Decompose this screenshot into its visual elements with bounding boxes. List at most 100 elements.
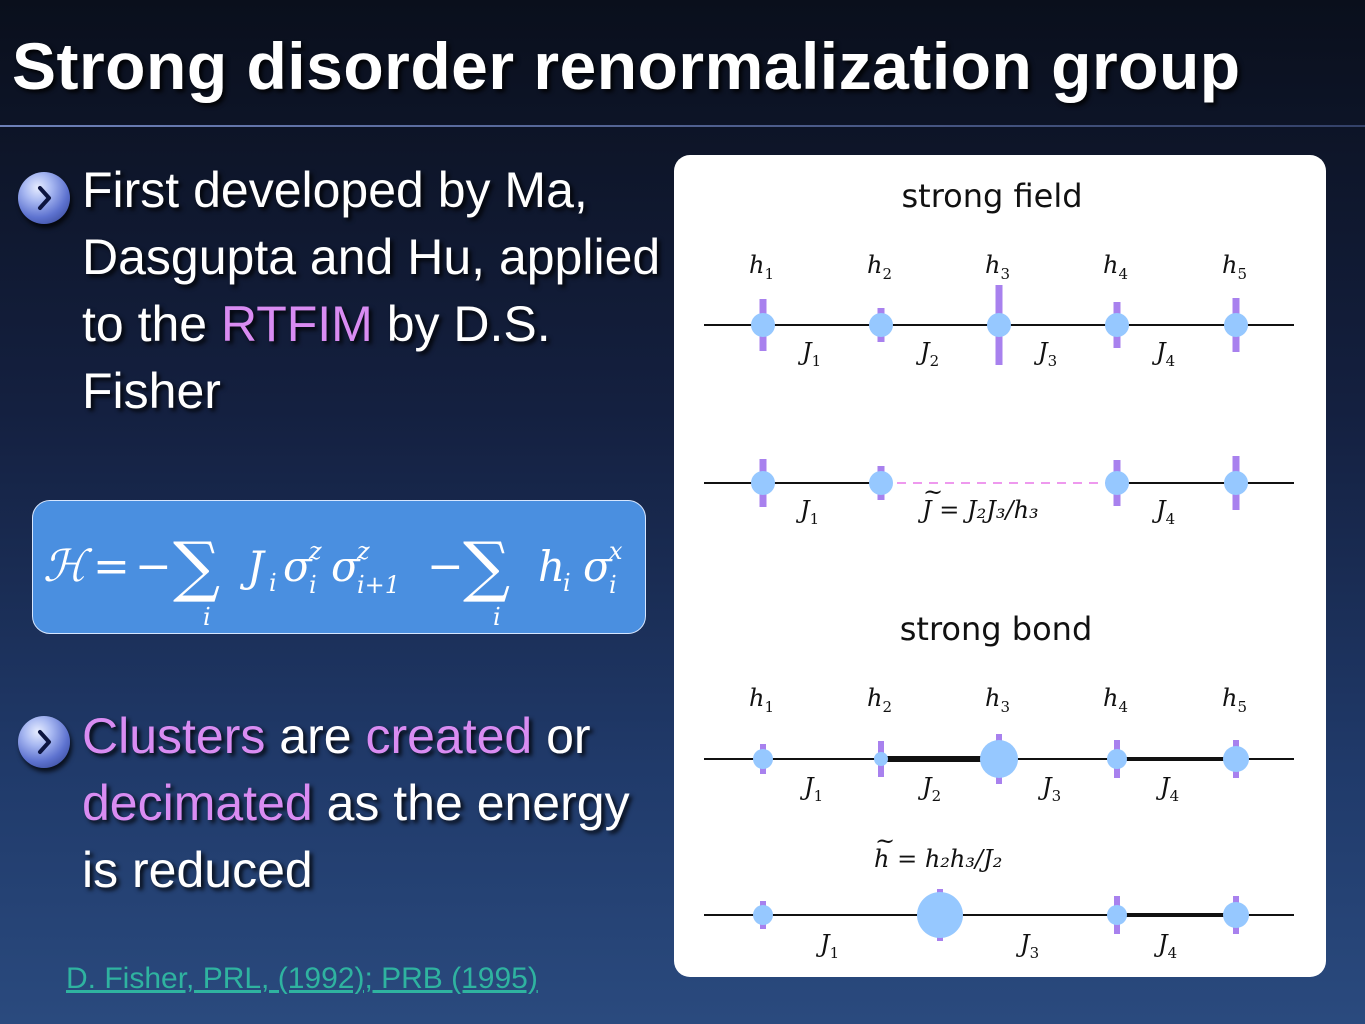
sigma-x-superscript: x <box>609 537 623 565</box>
bullet-text-segment: or <box>532 708 591 764</box>
bond-label-j4-symbol: J <box>1151 338 1167 366</box>
bond-label-j4-symbol: J <box>1153 930 1169 958</box>
site-3 <box>987 313 1011 337</box>
bond-label-j3-index: 3 <box>1030 944 1040 962</box>
site-5 <box>1224 313 1248 337</box>
bullet-text-segment: First developed by Ma, Dasgupta and Hu, … <box>82 162 661 352</box>
bond-label-j4: J4 <box>1155 773 1179 805</box>
site-label-h1-index: 1 <box>764 265 774 283</box>
bond-label-j4-index: 4 <box>1170 787 1180 805</box>
site-1 <box>753 905 773 925</box>
site-2 <box>869 313 893 337</box>
bullet-arrow-icon <box>18 716 70 768</box>
sigma-z-1-superscript: z <box>308 537 322 565</box>
sigma-z-2-subscript: i+1 <box>357 571 400 599</box>
site-label-h2-symbol: h <box>867 251 882 279</box>
bond-label-j3: J3 <box>1033 338 1057 370</box>
effective-field-label-tilde: ~ <box>875 827 895 855</box>
highlight-decimated: decimated <box>82 775 313 831</box>
strong-field-title: strong field <box>901 177 1082 215</box>
site-label-h2: h2 <box>867 684 892 716</box>
bond-label-j2-symbol: J <box>915 338 931 366</box>
highlight-rtfim: RTFIM <box>221 296 373 352</box>
bond-label-j4-index: 4 <box>1166 352 1176 370</box>
site-label-h2: h2 <box>867 251 892 283</box>
bullet-arrow-icon <box>18 172 70 224</box>
bond-label-j4-symbol: J <box>1151 496 1167 524</box>
site-3 <box>980 740 1018 778</box>
site-label-h1: h1 <box>749 251 774 283</box>
site-label-h5: h5 <box>1222 684 1247 716</box>
sigma-z-2: σ <box>331 542 361 591</box>
reference-link[interactable]: D. Fisher, PRL, (1992); PRB (1995) <box>66 962 538 995</box>
sigma-x: σ <box>583 542 613 591</box>
site-1 <box>751 471 775 495</box>
site-label-h3-symbol: h <box>985 251 1000 279</box>
bond-label-j2-index: 2 <box>930 352 940 370</box>
bond-label-j1-index: 1 <box>810 510 820 528</box>
effective-field-label-rhs: = h₂h₃/J₂ <box>889 845 1002 873</box>
site-label-h4-index: 4 <box>1118 698 1128 716</box>
bond-label-j4: J4 <box>1151 496 1175 528</box>
site-label-h4-symbol: h <box>1103 684 1118 712</box>
bond-label-j1: J1 <box>795 496 819 528</box>
site-label-h1-symbol: h <box>749 684 764 712</box>
site-label-h2-symbol: h <box>867 684 882 712</box>
site-label-h3-index: 3 <box>1000 265 1010 283</box>
bond-label-j2: J2 <box>915 338 939 370</box>
bond-label-j2: J2 <box>917 773 941 805</box>
minus-sign: − <box>135 541 172 592</box>
highlight-clusters: Clusters <box>82 708 266 764</box>
bond-label-j1-index: 1 <box>812 352 822 370</box>
site-label-h3: h3 <box>985 251 1010 283</box>
bond-label-j1-symbol: J <box>799 773 815 801</box>
site-label-h3-index: 3 <box>1000 698 1010 716</box>
bond-label-j4-symbol: J <box>1155 773 1171 801</box>
site-label-h3-symbol: h <box>985 684 1000 712</box>
bond-label-j3-index: 3 <box>1052 787 1062 805</box>
coupling-j: J <box>239 542 266 591</box>
bond-label-j3: J3 <box>1037 773 1061 805</box>
site-label-h5-symbol: h <box>1222 251 1237 279</box>
effective-coupling-label-rhs: = J₂J₃/h₃ <box>932 496 1039 524</box>
field-index: i <box>563 569 571 597</box>
bond-label-j4: J4 <box>1153 930 1177 962</box>
site-label-h4: h4 <box>1103 251 1128 283</box>
hamiltonian-symbol: ℋ <box>43 541 93 592</box>
site-label-h5-index: 5 <box>1237 698 1247 716</box>
site-label-h5-index: 5 <box>1237 265 1247 283</box>
highlight-created: created <box>365 708 533 764</box>
bond-label-j3-symbol: J <box>1015 930 1031 958</box>
site-label-h4: h4 <box>1103 684 1128 716</box>
hamiltonian-formula-box: ℋ = − ∑ i J i σ z i σ z i+1 − ∑ i h i σ … <box>32 500 646 634</box>
title-divider <box>0 125 1365 127</box>
sum-symbol: ∑ <box>463 528 510 605</box>
site-5 <box>1223 746 1249 772</box>
sigma-z-1: σ <box>283 542 313 591</box>
site-label-h1-symbol: h <box>749 251 764 279</box>
hamiltonian-formula: ℋ = − ∑ i J i σ z i σ z i+1 − ∑ i h i σ … <box>43 528 623 631</box>
bond-label-j1-symbol: J <box>797 338 813 366</box>
site-1 <box>753 749 773 769</box>
bond-label-j1: J1 <box>815 930 839 962</box>
field-h: h <box>538 542 565 591</box>
site-2 <box>874 752 888 766</box>
site-label-h3: h3 <box>985 684 1010 716</box>
sum-index: i <box>493 603 501 631</box>
bond-label-j1-index: 1 <box>814 787 824 805</box>
bond-label-j1-symbol: J <box>815 930 831 958</box>
site-4 <box>1107 749 1127 769</box>
site-label-h1: h1 <box>749 684 774 716</box>
bond-label-j2-symbol: J <box>917 773 933 801</box>
slide-title: Strong disorder renormalization group <box>12 29 1241 103</box>
bond-label-j3-index: 3 <box>1048 352 1058 370</box>
bond-label-j1: J1 <box>799 773 823 805</box>
sum-symbol: ∑ <box>173 528 220 605</box>
bullet-text-clusters: Clusters are created or decimated as the… <box>82 703 642 904</box>
equals-sign: = <box>93 541 130 592</box>
bond-label-j4-index: 4 <box>1166 510 1176 528</box>
bond-label-j2-index: 2 <box>932 787 942 805</box>
bond-label-j4: J4 <box>1151 338 1175 370</box>
site-4 <box>1105 471 1129 495</box>
